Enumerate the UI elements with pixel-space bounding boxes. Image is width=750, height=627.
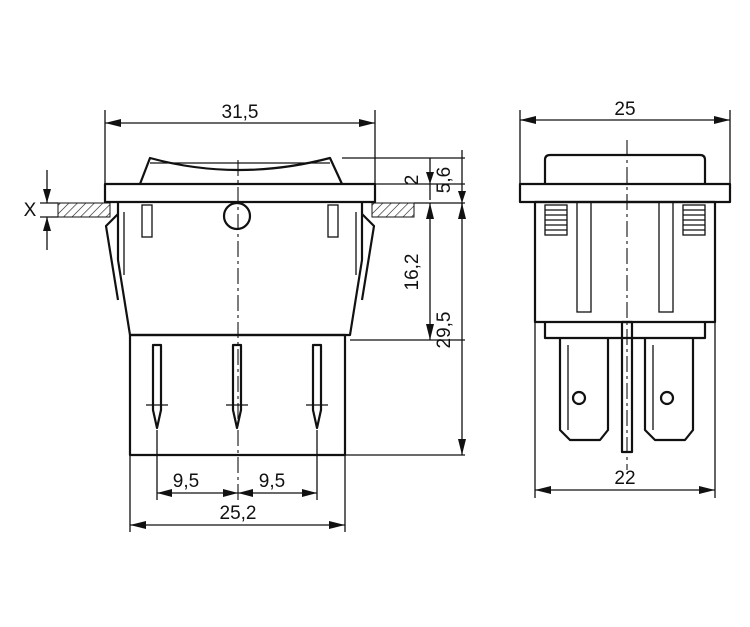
dim-5-6-label: 5,6 bbox=[434, 167, 455, 193]
dim-25-2-arrow-left bbox=[130, 521, 146, 529]
terminal-left bbox=[151, 343, 163, 430]
front-body bbox=[116, 202, 364, 337]
lamp-window bbox=[222, 201, 252, 231]
front-flange bbox=[103, 182, 377, 204]
side-terminal-left-hole bbox=[571, 390, 587, 406]
dim-31-5-label: 31,5 bbox=[222, 102, 259, 123]
dim-29-5-arrow-bottom bbox=[458, 439, 466, 455]
dim-pitch-left-label: 9,5 bbox=[173, 471, 199, 492]
dim-25-2-label: 25,2 bbox=[220, 503, 257, 524]
dim-25-2-arrow-right bbox=[329, 521, 345, 529]
side-terminal-left bbox=[558, 338, 610, 442]
side-view: 25 22 bbox=[518, 99, 732, 498]
dim-x-arrow-bottom bbox=[43, 217, 51, 231]
dim-25-arrow-right bbox=[714, 116, 730, 124]
right-snap-clip bbox=[360, 213, 376, 301]
dim-16-2-label: 16,2 bbox=[402, 254, 423, 291]
side-grid-lines bbox=[545, 209, 705, 231]
dim-2-label: 2 bbox=[402, 175, 423, 186]
dim-x-arrow-top bbox=[43, 189, 51, 203]
dim-25-label: 25 bbox=[614, 99, 635, 120]
dim-5-6-arrow bbox=[458, 191, 466, 203]
side-rocker bbox=[543, 153, 707, 184]
side-body-step bbox=[543, 322, 707, 340]
front-view: 31,5 2 5,6 16,2 29,5 X bbox=[24, 102, 466, 532]
dim-pitch-right-label: 9,5 bbox=[259, 471, 285, 492]
dim-22-arrow-left bbox=[535, 486, 551, 494]
dim-2-arrow bbox=[426, 172, 434, 184]
dim-29-5-arrow-top bbox=[458, 203, 466, 219]
dim-31-5-arrow-left bbox=[105, 119, 121, 127]
dim-31-5-arrow-right bbox=[359, 119, 375, 127]
dim-x-label: X bbox=[24, 200, 37, 221]
dim-16-2-arrow-top bbox=[426, 203, 434, 219]
dim-pitch-arrow-mid-left bbox=[223, 489, 238, 497]
right-slot bbox=[327, 204, 339, 238]
side-terminal-right-hole bbox=[659, 390, 675, 406]
left-slot bbox=[141, 204, 153, 238]
panel-hatch-left bbox=[57, 202, 111, 218]
left-snap-clip bbox=[104, 213, 120, 301]
side-rib-left bbox=[576, 201, 592, 313]
dim-pitch-arrow-mid-right bbox=[238, 489, 253, 497]
dim-16-2-arrow-bottom bbox=[426, 324, 434, 340]
side-rib-right bbox=[658, 201, 674, 313]
side-terminal-right bbox=[643, 338, 695, 442]
dim-29-5-label: 29,5 bbox=[434, 312, 455, 349]
side-flange bbox=[518, 182, 732, 204]
panel-hatch-right bbox=[371, 202, 415, 218]
dim-22-arrow-right bbox=[699, 486, 715, 494]
dim-pitch-arrow-right bbox=[302, 489, 317, 497]
terminal-right bbox=[311, 343, 323, 430]
dim-22-label: 22 bbox=[614, 468, 635, 489]
dim-pitch-arrow-left bbox=[157, 489, 172, 497]
rocker-actuator bbox=[138, 156, 343, 185]
dim-25-arrow-left bbox=[520, 116, 536, 124]
terminal-center bbox=[231, 343, 243, 430]
